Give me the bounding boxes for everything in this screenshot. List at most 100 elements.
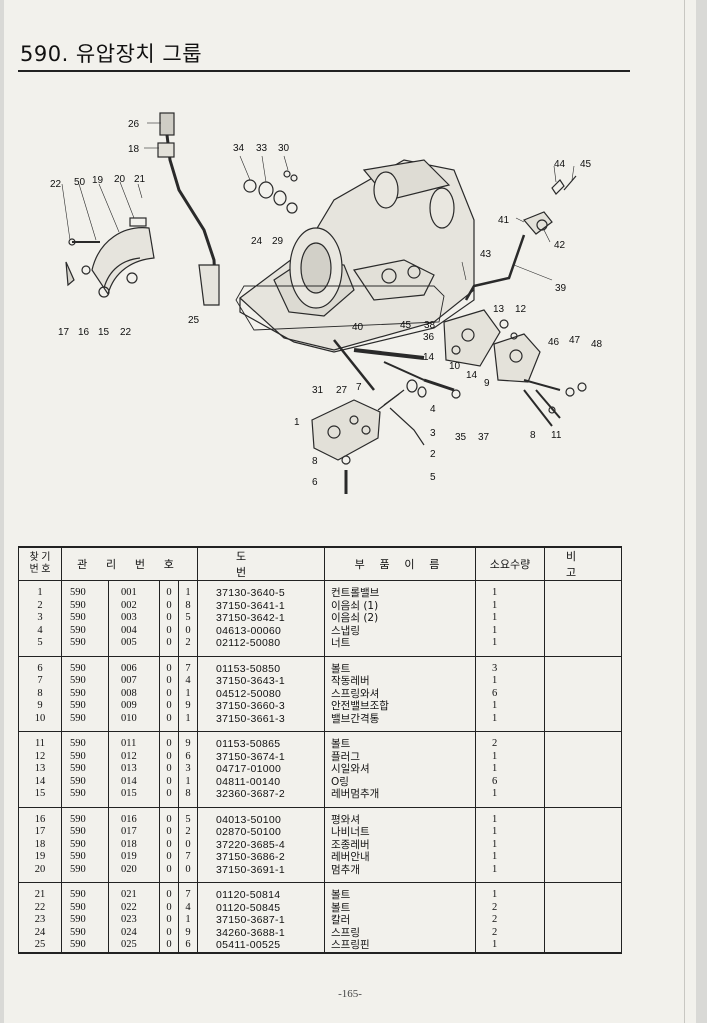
cell-c: 5 [178,612,198,625]
cell-name: 조종레버 [324,838,476,851]
callout-label: 16 [78,327,90,338]
cell-qty: 1 [475,624,545,637]
cell-z: 0 [159,807,179,826]
cell-g: 590 [61,712,109,732]
cell-remarks [544,580,622,600]
cell-no: 3 [18,612,62,625]
cell-g: 590 [61,580,109,600]
callout-label: 25 [188,315,200,326]
cell-drawing: 34260-3688-1 [197,926,325,939]
cell-no: 16 [18,807,62,826]
cell-z: 0 [159,675,179,688]
cell-remarks [544,624,622,637]
header-control-no: 관 리 번 호 [61,546,198,581]
cell-name: 볼트 [324,731,476,751]
cell-s: 007 [108,675,160,688]
cell-remarks [544,914,622,927]
cell-remarks [544,838,622,851]
cell-g: 590 [61,901,109,914]
callout-label: 30 [278,143,290,154]
cell-no: 7 [18,675,62,688]
cell-qty: 2 [475,731,545,751]
cell-s: 002 [108,599,160,612]
callout-label: 42 [554,240,566,251]
cell-remarks [544,851,622,864]
cell-no: 13 [18,763,62,776]
callout-label: 9 [484,378,490,389]
cell-remarks [544,731,622,751]
cell-drawing: 04512-50080 [197,687,325,700]
cell-drawing: 37150-3686-2 [197,851,325,864]
cell-z: 0 [159,656,179,675]
cell-s: 013 [108,763,160,776]
cell-s: 009 [108,700,160,713]
callout-label: 3 [430,428,436,439]
callout-label: 7 [356,382,362,393]
callout-label: 37 [478,432,490,443]
cell-z: 0 [159,763,179,776]
cell-g: 590 [61,637,109,657]
cell-z: 0 [159,775,179,788]
cell-no: 10 [18,712,62,732]
cell-c: 0 [178,624,198,637]
callout-label: 20 [114,174,126,185]
cell-s: 023 [108,914,160,927]
callout-label: 40 [352,322,364,333]
cell-name: 칼러 [324,914,476,927]
cell-qty: 2 [475,926,545,939]
cell-s: 001 [108,580,160,600]
cell-name: 밸브간격통 [324,712,476,732]
cell-name: 작동레버 [324,675,476,688]
cell-drawing: 05411-00525 [197,939,325,954]
cell-g: 590 [61,675,109,688]
callout-label: 47 [569,335,581,346]
cell-qty: 2 [475,901,545,914]
cell-no: 15 [18,788,62,808]
cell-g: 590 [61,775,109,788]
cell-qty: 1 [475,807,545,826]
cell-no: 17 [18,826,62,839]
cell-g: 590 [61,750,109,763]
header-find-no: 찾 기 번 호 [18,546,62,581]
cell-s: 015 [108,788,160,808]
cell-c: 9 [178,926,198,939]
cell-drawing: 01153-50865 [197,731,325,751]
cell-c: 9 [178,731,198,751]
cell-z: 0 [159,712,179,732]
cell-c: 9 [178,700,198,713]
cell-drawing: 37150-3641-1 [197,599,325,612]
cell-no: 11 [18,731,62,751]
exploded-parts-diagram: 26 18 34 33 30 22 50 19 20 21 24 29 44 4… [50,112,603,494]
cell-g: 590 [61,599,109,612]
cell-drawing: 37150-3642-1 [197,612,325,625]
cell-s: 004 [108,624,160,637]
cell-drawing: 37150-3661-3 [197,712,325,732]
cell-g: 590 [61,763,109,776]
callout-label: 6 [312,477,318,488]
cell-qty: 1 [475,637,545,657]
callout-label: 15 [98,327,110,338]
header-drawing-no: 도 번 [197,546,325,581]
cell-g: 590 [61,624,109,637]
cell-z: 0 [159,750,179,763]
cell-drawing: 37150-3687-1 [197,914,325,927]
cell-z: 0 [159,939,179,954]
cell-name: 스프링와셔 [324,687,476,700]
cell-g: 590 [61,788,109,808]
callout-label: 8 [530,430,536,441]
cell-c: 1 [178,687,198,700]
cell-remarks [544,656,622,675]
callout-label: 4 [430,404,436,415]
cell-no: 23 [18,914,62,927]
title-underline [18,70,630,72]
cell-drawing: 01120-50814 [197,882,325,902]
cell-name: 레버안내 [324,851,476,864]
cell-name: 스프링 [324,926,476,939]
cell-no: 2 [18,599,62,612]
callout-label: 11 [551,430,562,441]
